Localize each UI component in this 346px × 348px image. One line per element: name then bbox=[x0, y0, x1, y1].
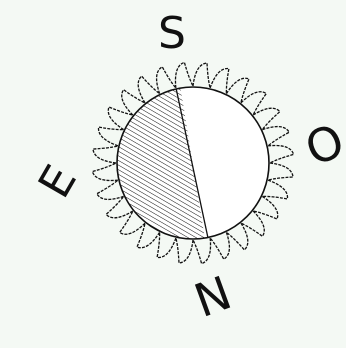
sun-ray bbox=[93, 146, 118, 163]
compass-east-label: E bbox=[29, 157, 87, 207]
compass-west-label: O bbox=[298, 113, 346, 177]
sun-ray bbox=[175, 62, 193, 88]
sun-ray bbox=[176, 238, 193, 263]
sun-ray bbox=[193, 238, 211, 264]
sun-ray bbox=[92, 163, 118, 181]
compass-north-label: N bbox=[187, 265, 238, 328]
sun-ray bbox=[268, 163, 293, 180]
sun-ray bbox=[193, 63, 210, 88]
compass-south-label: S bbox=[158, 8, 186, 59]
sun-ray bbox=[268, 145, 294, 163]
